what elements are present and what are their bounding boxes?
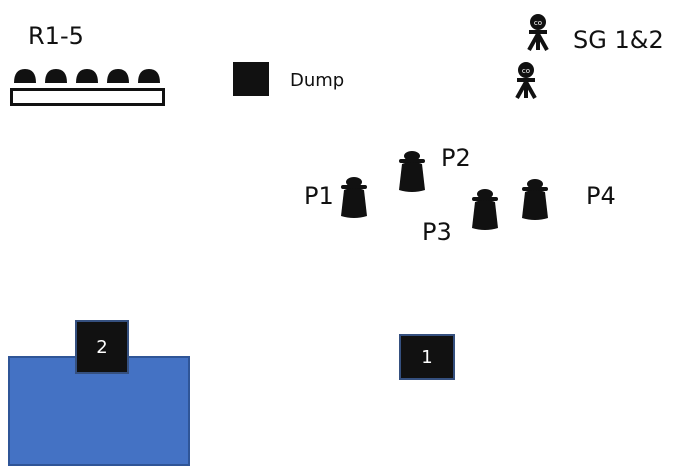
tripod-icon: co (515, 62, 537, 99)
pill-icon (107, 69, 129, 83)
rows-label: R1-5 (28, 22, 84, 50)
pill-icon (138, 69, 160, 83)
p3-label: P3 (422, 218, 452, 246)
svg-text:co: co (522, 67, 530, 75)
tripod-icon: co (527, 14, 549, 51)
pill-icon (76, 69, 98, 83)
sg-label: SG 1&2 (573, 26, 664, 54)
zone-2-box (8, 356, 190, 466)
zone-1-label: 1 (399, 334, 455, 380)
p1-label: P1 (304, 182, 334, 210)
person-icon (472, 189, 498, 230)
row-bench (10, 88, 165, 106)
p2-label: P2 (441, 144, 471, 172)
pill-icon (45, 69, 67, 83)
p4-label: P4 (586, 182, 616, 210)
person-icon (341, 177, 367, 218)
person-icon (399, 151, 425, 192)
dump-label: Dump (290, 70, 345, 91)
dump-square (233, 62, 269, 96)
svg-text:co: co (534, 19, 542, 27)
zone-2-label: 2 (75, 320, 129, 374)
person-icon (522, 179, 548, 220)
pill-icon (14, 69, 36, 83)
